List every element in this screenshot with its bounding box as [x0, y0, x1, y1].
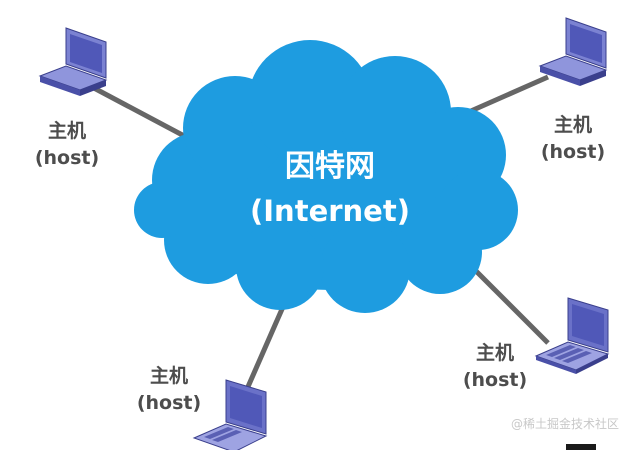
watermark: @稀土掘金技术社区 — [510, 417, 619, 431]
host-name: 主机 — [553, 114, 592, 136]
host-type: (host) — [462, 369, 528, 391]
desktop-computer-icon — [38, 27, 108, 96]
cloud-subtitle: (Internet) — [250, 194, 410, 228]
cloud-title: 因特网 — [285, 149, 375, 184]
laptop-icon — [192, 379, 268, 450]
host-name: 主机 — [475, 342, 514, 364]
corner-mark — [566, 444, 596, 450]
host-label-bottom-left: 主机 (host) — [124, 363, 214, 417]
host-type: (host) — [540, 141, 606, 163]
host-label-top-left: 主机 (host) — [22, 118, 112, 172]
host-type: (host) — [34, 147, 100, 169]
host-label-bottom-right: 主机 (host) — [450, 340, 540, 394]
internet-cloud — [134, 40, 518, 313]
host-name: 主机 — [47, 120, 86, 142]
desktop-computer-icon — [538, 17, 608, 86]
host-label-top-right: 主机 (host) — [528, 112, 618, 166]
host-type: (host) — [136, 392, 202, 414]
laptop-icon — [534, 297, 610, 374]
host-name: 主机 — [149, 365, 188, 387]
